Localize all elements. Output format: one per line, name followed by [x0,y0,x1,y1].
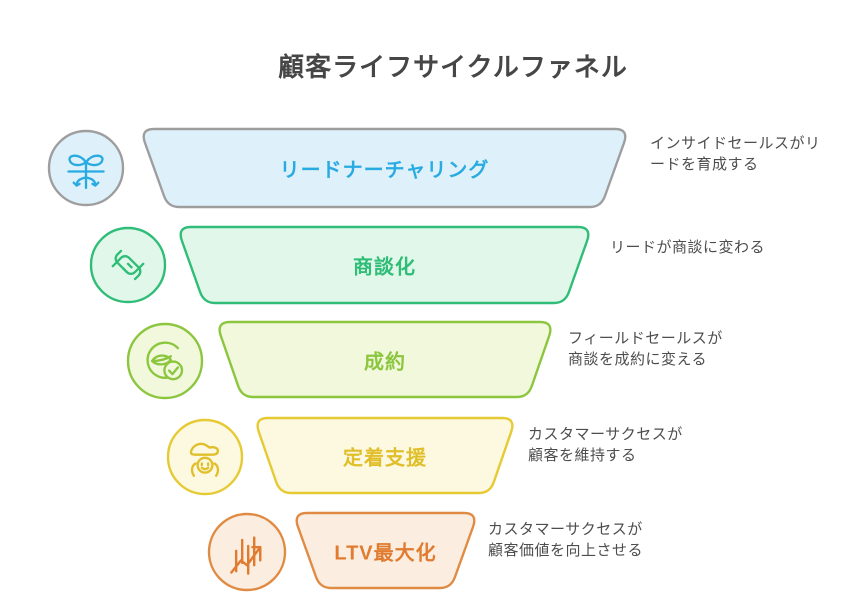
funnel-segment-3 [218,320,552,399]
stage-label-ltv-max: LTV最大化 [334,542,437,564]
stage-retention [166,416,514,496]
growth-chart-icon [230,536,262,575]
stage-closing [126,320,552,400]
stage-opportunity [89,225,590,305]
deal-check-icon [146,341,184,381]
stage-label-retention: 定着支援 [343,447,427,469]
customer-care-icon [189,442,220,477]
stage-note-retention: カスタマーサクセスが 顧客を維持する [528,426,683,464]
handshake-icon [111,249,145,281]
stage-note-ltv-max: カスタマーサクセスが 顧客価値を向上させる [488,521,644,559]
stage-label-opportunity: 商談化 [353,256,416,279]
page-title: 顧客ライフサイクルファネル [278,52,628,82]
stage-label-closing: 成約 [364,351,406,373]
sprout-roots-icon [67,154,105,190]
stage-label-lead-nurturing: リードナーチャリング [279,159,490,182]
funnel-segment-2 [179,225,590,305]
funnel-segment-4 [256,416,514,495]
funnel-segment-1 [142,127,627,209]
stage-lead-nurturing [47,127,627,209]
stage-note-opportunity: リードが商談に変わる [610,239,766,256]
funnel-segment-5 [295,511,476,590]
stage-note-lead-nurturing: インサイドセールスがリ ードを育成する [650,135,821,173]
deal-check-icon-circle [126,322,204,400]
stage-note-closing: フィールドセールスが 商談を成約に変える [568,330,723,368]
stage-ltv-max [207,511,476,592]
